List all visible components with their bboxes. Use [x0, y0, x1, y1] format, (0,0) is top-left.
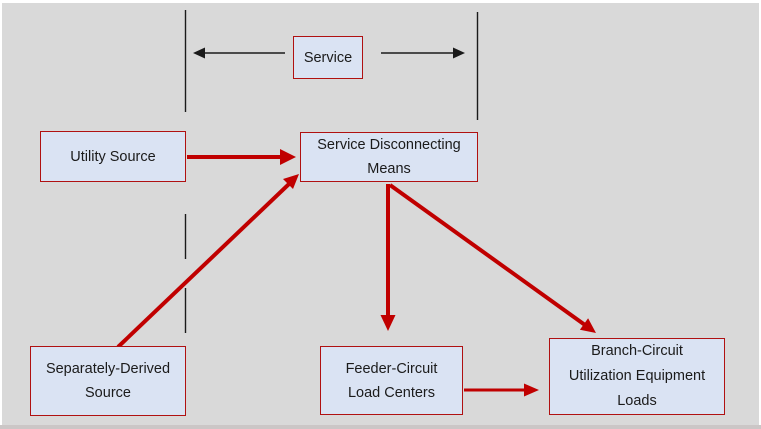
- branch-circuit-loads-box-label: Branch-Circuit Utilization Equipment Loa…: [568, 343, 706, 409]
- branch-circuit-loads-box: Branch-Circuit Utilization Equipment Loa…: [549, 338, 725, 415]
- utility-source-box: Utility Source: [40, 131, 186, 182]
- utility-source-box-label: Utility Source: [70, 148, 156, 165]
- service-box-label: Service: [303, 49, 353, 66]
- service-disconnecting-means-box-label: Service Disconnecting Means: [317, 137, 461, 177]
- service-disconnecting-means-box: Service Disconnecting Means: [300, 132, 478, 182]
- separately-derived-source-box-label: Separately-Derived Source: [45, 361, 171, 401]
- separately-derived-source-box: Separately-Derived Source: [30, 346, 186, 416]
- feeder-circuit-load-centers-box: Feeder-Circuit Load Centers: [320, 346, 463, 415]
- feeder-circuit-load-centers-box-label: Feeder-Circuit Load Centers: [345, 360, 438, 401]
- service-box: Service: [293, 36, 363, 79]
- bottom-edge-strip: [0, 425, 761, 429]
